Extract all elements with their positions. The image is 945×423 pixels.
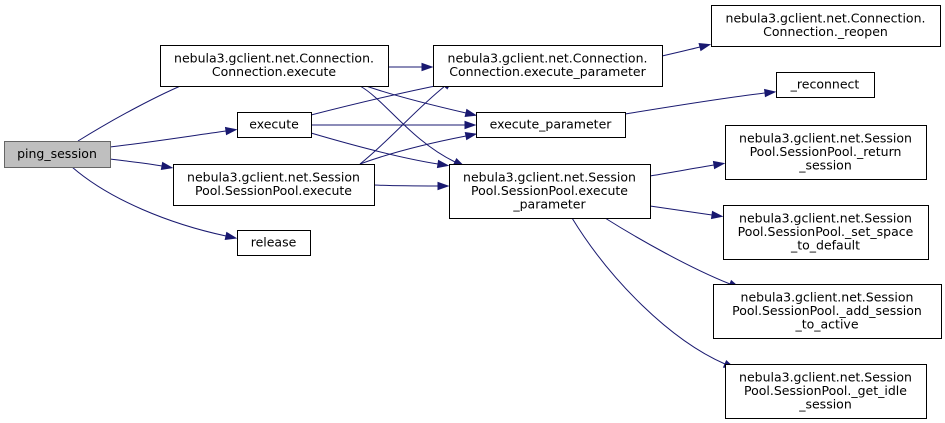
node-label-line: nebula3.gclient.net.Session — [739, 210, 912, 225]
arrowhead-conn_reopen — [698, 43, 712, 52]
node-box[interactable] — [723, 205, 929, 260]
node-label-line: Pool.SessionPool._add_session — [732, 303, 922, 318]
node-label-line: Connection._reopen — [763, 24, 888, 39]
edge-conn_execute-to-pool_execute_parameter — [359, 85, 456, 163]
node-label-line: _reconnect — [790, 76, 860, 91]
node-label-line: nebula3.gclient.net.Session — [741, 289, 914, 304]
edge-execute-to-conn_execute_parameter — [310, 83, 446, 116]
node-pool-execute[interactable]: nebula3.gclient.net.SessionPool.SessionP… — [173, 164, 375, 206]
node-label-line: Pool.SessionPool._return — [750, 144, 902, 159]
node-box[interactable] — [237, 112, 312, 138]
node-label-line: Pool.SessionPool.execute — [471, 183, 628, 198]
edge-pool_execute_parameter-to-pool_set_space — [649, 205, 713, 216]
node-box[interactable] — [725, 125, 927, 180]
node-box[interactable] — [173, 164, 375, 206]
edge-pool_execute-to-pool_execute_parameter — [373, 184, 439, 187]
arrowhead-execute_parameter — [464, 131, 478, 141]
edge-pool_execute-to-conn_execute_parameter — [359, 85, 446, 165]
arrowhead-pool_execute_parameter — [437, 181, 450, 191]
arrowhead-pool_set_space — [710, 210, 724, 220]
node-label-line: execute_parameter — [490, 116, 613, 131]
edge-ping_session-to-execute — [109, 130, 227, 148]
edge-conn_execute_parameter-to-conn_reopen — [661, 46, 701, 57]
node-label-line: _to_active — [794, 316, 858, 331]
node-box[interactable] — [4, 141, 111, 168]
node-label-line: _parameter — [512, 196, 586, 211]
edge-ping_session-to-pool_execute — [109, 158, 163, 167]
node-label-line: Pool.SessionPool._get_idle — [744, 383, 907, 398]
node-release[interactable]: release — [237, 230, 311, 256]
node-label-line: _to_default — [790, 237, 860, 252]
node-reconnect[interactable]: _reconnect — [776, 72, 875, 98]
edge-pool_execute_parameter-to-pool_add_session — [604, 217, 731, 285]
node-label-line: Connection.execute — [212, 64, 337, 79]
edge-ping_session-to-conn_execute — [77, 81, 191, 142]
node-ping-session[interactable]: ping_session — [4, 141, 111, 168]
arrowhead-execute — [224, 126, 238, 136]
node-label-line: Pool.SessionPool.execute — [195, 183, 352, 198]
node-label-line: ping_session — [17, 146, 97, 161]
arrowhead-pool_execute — [160, 161, 174, 171]
node-pool-get-idle[interactable]: nebula3.gclient.net.SessionPool.SessionP… — [725, 364, 927, 419]
node-conn-execute[interactable]: nebula3.gclient.net.Connection.Connectio… — [160, 45, 389, 87]
arrowhead-execute_parameter — [464, 108, 478, 117]
edge-execute-to-pool_execute_parameter — [310, 132, 439, 165]
node-execute[interactable]: execute — [237, 112, 312, 138]
node-pool-set-space[interactable]: nebula3.gclient.net.SessionPool.SessionP… — [723, 205, 929, 260]
arrowhead-reconnect — [764, 88, 777, 98]
node-conn-reopen[interactable]: nebula3.gclient.net.Connection.Connectio… — [711, 5, 941, 47]
node-box[interactable] — [160, 45, 389, 87]
edge-pool_execute_parameter-to-pool_return_session — [649, 164, 715, 177]
node-box[interactable] — [711, 5, 941, 47]
arrowhead-conn_execute_parameter — [421, 62, 434, 72]
node-label-line: nebula3.gclient.net.Session — [739, 130, 912, 145]
node-box[interactable] — [776, 72, 875, 98]
arrowhead-pool_execute_parameter — [436, 159, 450, 169]
edge-conn_execute-to-execute_parameter — [365, 85, 467, 114]
node-pool-return-session[interactable]: nebula3.gclient.net.SessionPool.SessionP… — [725, 125, 927, 180]
node-label-line: nebula3.gclient.net.Connection. — [174, 51, 374, 66]
node-pool-add-session[interactable]: nebula3.gclient.net.SessionPool.SessionP… — [713, 284, 942, 339]
node-label-line: nebula3.gclient.net.Session — [739, 369, 912, 384]
node-label-line: Connection.execute_parameter — [449, 64, 646, 79]
edge-ping_session-to-release — [71, 166, 227, 237]
node-label-line: nebula3.gclient.net.Session — [187, 170, 360, 185]
arrowhead-pool_return_session — [712, 160, 726, 170]
edge-pool_execute_parameter-to-pool_get_idle — [571, 217, 726, 365]
node-conn-execute-parameter[interactable]: nebula3.gclient.net.Connection.Connectio… — [433, 45, 663, 87]
arrowhead-release — [224, 231, 238, 241]
node-label-line: _session — [798, 396, 852, 411]
node-label-line: execute — [249, 116, 299, 131]
arrowhead-execute_parameter — [464, 120, 477, 130]
node-pool-execute-parameter[interactable]: nebula3.gclient.net.SessionPool.SessionP… — [449, 164, 651, 219]
node-box[interactable] — [476, 112, 626, 138]
node-execute-parameter[interactable]: execute_parameter — [476, 112, 626, 138]
nodes-layer: ping_session nebula3.gclient.net.Connecti… — [4, 5, 942, 419]
node-label-line: nebula3.gclient.net.Connection. — [448, 51, 648, 66]
node-box[interactable] — [713, 284, 942, 339]
node-label-line: release — [251, 234, 297, 249]
edge-execute_parameter-to-reconnect — [624, 92, 766, 115]
node-label-line: nebula3.gclient.net.Session — [463, 169, 636, 184]
node-label-line: Pool.SessionPool._set_space — [738, 224, 914, 239]
node-box[interactable] — [725, 364, 927, 419]
node-label-line: nebula3.gclient.net.Connection. — [726, 11, 926, 26]
node-box[interactable] — [237, 230, 311, 256]
node-box[interactable] — [433, 45, 663, 87]
node-label-line: _session — [798, 157, 852, 172]
node-box[interactable] — [449, 164, 651, 219]
edge-pool_execute-to-execute_parameter — [359, 135, 467, 165]
